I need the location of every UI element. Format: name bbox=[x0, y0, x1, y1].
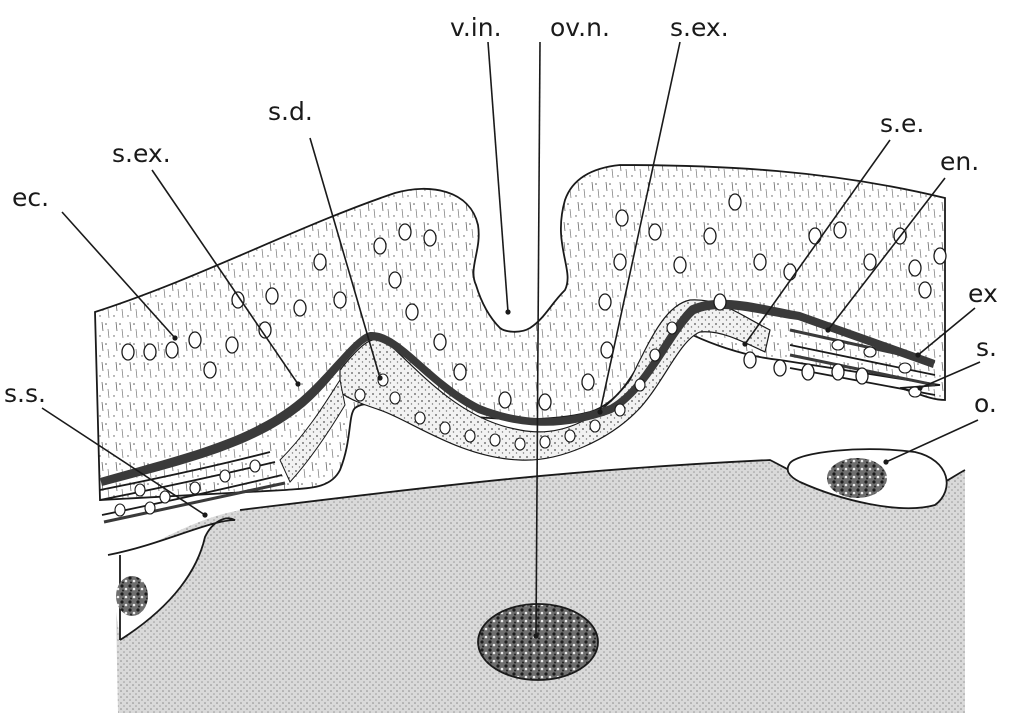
label-s-s: s.s. bbox=[4, 379, 46, 408]
label-v-in: v.in. bbox=[450, 13, 502, 42]
label-ov-n: ov.n. bbox=[550, 13, 610, 42]
label-s-ex-right: s.ex. bbox=[670, 13, 729, 42]
label-s-ex-left: s.ex. bbox=[112, 139, 171, 168]
label-en: en. bbox=[940, 147, 979, 176]
label-s: s. bbox=[976, 333, 997, 362]
ovum-nucleus bbox=[478, 604, 598, 680]
label-s-e: s.e. bbox=[880, 109, 924, 138]
label-ex: ex bbox=[968, 279, 998, 308]
label-ec: ec. bbox=[12, 183, 49, 212]
label-o: o. bbox=[974, 389, 997, 418]
label-s-d: s.d. bbox=[268, 97, 313, 126]
left-nucleus bbox=[116, 576, 148, 616]
